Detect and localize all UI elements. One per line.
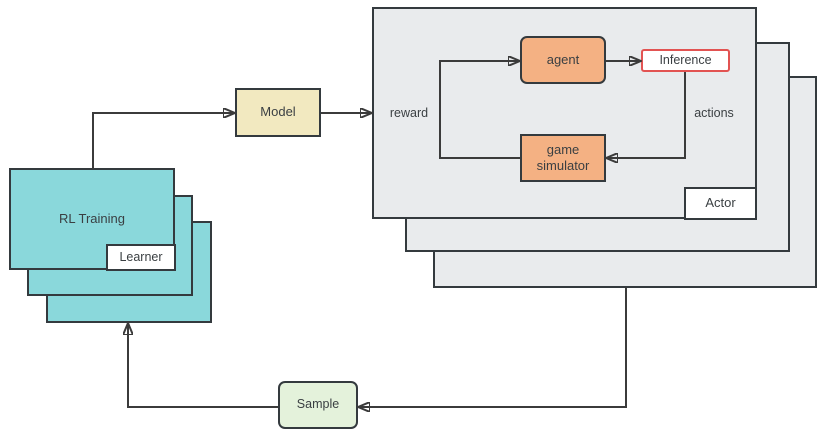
- edge-actor-stack-to-sample: [358, 288, 627, 407]
- edge-rl-training-to-model: [92, 113, 235, 169]
- sample-box: Sample: [278, 381, 358, 429]
- actor-badge: Actor: [684, 187, 757, 220]
- edge-sample-to-rl-training: [128, 323, 278, 408]
- learner-label: Learner: [119, 249, 163, 264]
- sample-label: Sample: [296, 397, 340, 412]
- inference-label: Inference: [659, 52, 712, 67]
- reward-edge-label: reward: [389, 106, 429, 120]
- model-box: Model: [235, 88, 321, 137]
- rl-training-label: RL Training: [59, 210, 125, 226]
- inference-box: Inference: [641, 49, 730, 72]
- model-label: Model: [260, 104, 296, 120]
- game-simulator-box: game simulator: [520, 134, 606, 182]
- actions-edge-label: actions: [694, 106, 734, 120]
- learner-badge: Learner: [106, 244, 176, 271]
- agent-label: agent: [546, 51, 580, 67]
- agent-box: agent: [520, 36, 606, 84]
- actor-label: Actor: [705, 195, 736, 211]
- game-simulator-label: game simulator: [536, 141, 590, 173]
